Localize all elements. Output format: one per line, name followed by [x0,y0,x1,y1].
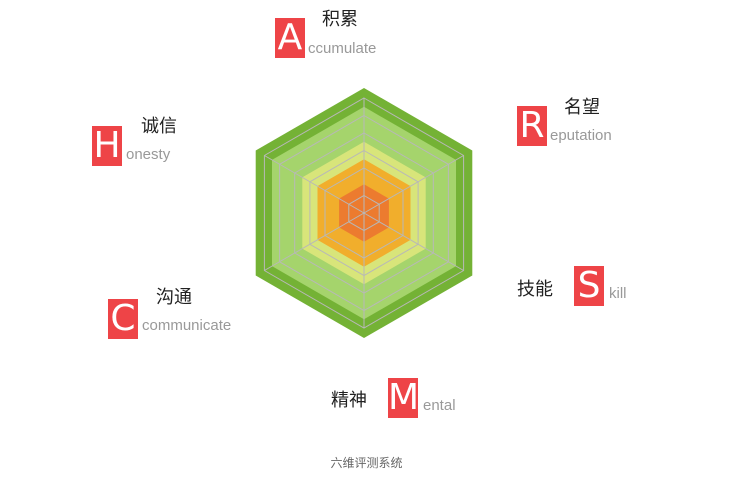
axis-en-mental: ental [423,397,456,414]
axis-zh-reputation: 名望 [564,97,600,118]
axis-label-honesty: 诚信 H onesty [92,117,232,166]
axis-letter-honesty: H [92,125,122,166]
axis-zh-mental: 精神 [331,390,367,411]
radar-spoke-5 [264,212,365,271]
axis-letter-mental: M [388,377,420,418]
axis-label-communicate: 沟通 C communicate [108,288,268,339]
axis-en-reputation: eputation [550,127,612,144]
radar-spoke-2 [363,155,464,214]
diagram-caption: 六维评测系统 [330,456,403,470]
axis-zh-honesty: 诚信 [141,116,177,137]
radar-spoke-3 [363,212,464,271]
axis-letter-skill: S [574,266,604,306]
axis-letter-communicate: C [108,299,138,339]
axis-en-accumulate: ccumulate [308,40,377,57]
axis-en-honesty: onesty [126,146,171,163]
axis-zh-communicate: 沟通 [156,287,192,308]
axis-en-communicate: communicate [142,317,232,334]
axis-zh-skill: 技能 [517,279,553,300]
axis-en-skill: kill [609,285,627,302]
axis-label-mental: 精神 M ental [331,378,471,418]
axis-label-reputation: 名望 R eputation [517,98,657,146]
axis-label-skill: 技能 S kill [517,266,657,306]
radar-spoke-6 [264,155,365,214]
axis-letter-reputation: R [517,106,547,146]
axis-label-accumulate: 积累 A ccumulate [275,10,415,58]
axis-letter-accumulate: A [275,18,305,58]
axis-zh-accumulate: 积累 [322,9,358,30]
